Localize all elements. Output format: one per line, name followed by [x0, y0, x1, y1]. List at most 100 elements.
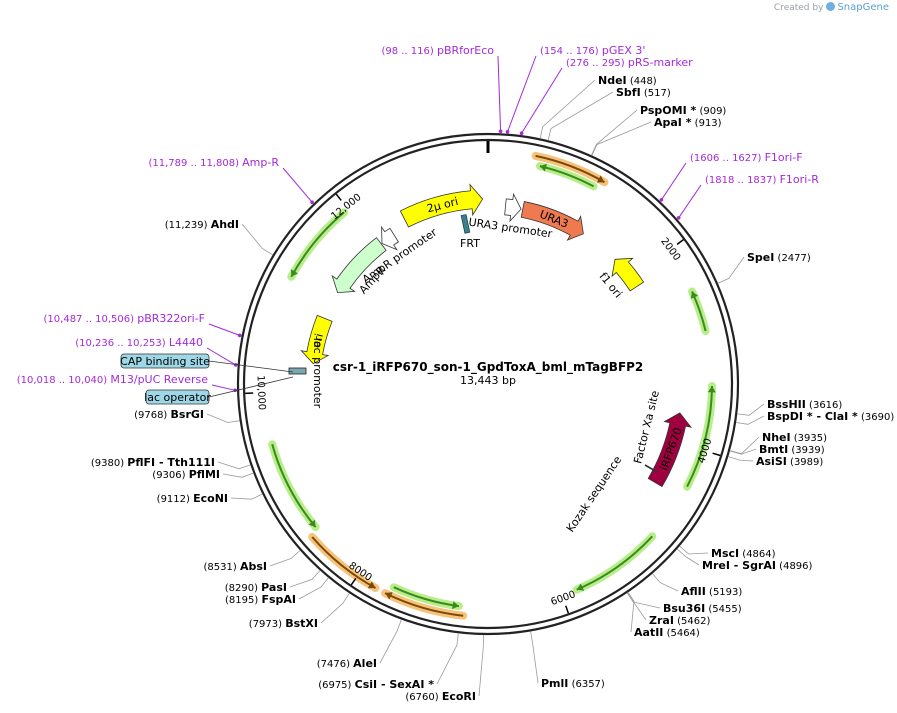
- orf-orf-lower-left[interactable]: [308, 533, 380, 592]
- orf-orf-bottom-in[interactable]: [389, 583, 463, 611]
- enzyme-msci[interactable]: MscI (4864): [679, 545, 776, 560]
- ampr-gene-arrow: [331, 237, 387, 294]
- primer-pbr322[interactable]: (10,487 .. 10,506) pBR322ori-F: [44, 312, 242, 338]
- orf-arrowhead-icon: [367, 581, 376, 589]
- enzyme-pspomi[interactable]: PspOMI * (909): [591, 104, 727, 156]
- enzyme-ahdi[interactable]: (11,239) AhdI: [165, 218, 274, 256]
- enzyme-leader-line: [241, 223, 274, 256]
- primer-f1orir[interactable]: (1818 .. 1837) F1ori-R: [676, 173, 819, 220]
- primer-pgex3[interactable]: (154 .. 176) pGEX 3': [505, 44, 646, 134]
- orf-orf-ampr[interactable]: [287, 208, 349, 281]
- primer-f1orif[interactable]: (1606 .. 1627) F1ori-F: [659, 151, 803, 202]
- orf-orf-ura3-inner[interactable]: [535, 162, 598, 191]
- enzyme-leader-line: [591, 121, 652, 156]
- feature-factor-xa[interactable]: Factor Xa site: [631, 389, 662, 473]
- primer-leader-line: [497, 55, 502, 132]
- orf-layer: [268, 151, 716, 620]
- orf-orf-ura3[interactable]: [531, 151, 609, 187]
- enzyme-aflii[interactable]: AflII (5193): [652, 573, 742, 598]
- enzyme-absi[interactable]: (8531) AbsI: [204, 550, 301, 574]
- box-label-layer: CAP binding site lac operator: [120, 353, 294, 405]
- primer-m13rev[interactable]: (10,018 .. 10,040) M13/pUC Reverse: [17, 373, 237, 393]
- enzyme-nhei[interactable]: NheI (3935): [729, 431, 827, 455]
- feature-lac-promoter[interactable]: lac promoter: [288, 338, 324, 409]
- enzyme-label: AflII (5193): [681, 585, 742, 598]
- enzyme-sbfi[interactable]: SbfI (517): [547, 86, 671, 141]
- enzyme-pasi[interactable]: (8290) PasI: [225, 570, 321, 595]
- enzyme-fspai[interactable]: (8195) FspAI: [225, 577, 329, 606]
- primer-site-marker: [237, 333, 242, 338]
- enzyme-bstxi[interactable]: (7973) BstXI: [249, 593, 350, 630]
- enzyme-mrei[interactable]: MreI - SgrAI (4896): [676, 548, 813, 572]
- primer-leader-line: [507, 55, 537, 132]
- primer-prsmarker[interactable]: (276 .. 295) pRS-marker: [519, 56, 693, 135]
- enzyme-pflmi[interactable]: (9306) PflMI: [152, 468, 254, 481]
- primer-l4440[interactable]: (10,236 .. 10,253) L4440: [75, 336, 238, 367]
- enzyme-bsrgi[interactable]: (9768) BsrGI: [134, 408, 240, 423]
- feature-kozak[interactable]: Kozak sequence: [564, 453, 625, 534]
- enzyme-bmti[interactable]: BmtI (3939): [729, 443, 825, 456]
- plasmid-length: 13,443 bp: [460, 374, 516, 387]
- enzyme-apai[interactable]: ApaI * (913): [591, 116, 722, 156]
- enzyme-asisi[interactable]: AsiSI (3989): [728, 455, 823, 468]
- enzyme-label: (8531) AbsI: [204, 560, 267, 573]
- feature-irfp670[interactable]: iRFP670: [647, 412, 693, 488]
- enzyme-ecori[interactable]: (6760) EcoRI: [405, 634, 484, 703]
- enzyme-spei[interactable]: SpeI (2477): [717, 251, 811, 284]
- tick-mark: [565, 605, 570, 614]
- enzyme-econi[interactable]: (9112) EcoNI: [157, 492, 263, 505]
- enzyme-leader-line: [230, 493, 263, 500]
- box-cap[interactable]: CAP binding site: [120, 353, 294, 373]
- tick-mark: [350, 577, 357, 586]
- feature-frt[interactable]: FRT: [460, 214, 480, 250]
- orf-orf-bottom-out[interactable]: [381, 589, 468, 620]
- 2mu-ori-arrow: [399, 183, 484, 228]
- enzyme-leader-line: [289, 570, 321, 588]
- feature-f1-ori[interactable]: f1 ori: [597, 257, 645, 300]
- enzyme-alei[interactable]: (7476) AleI: [317, 619, 402, 670]
- primer-leader-line: [660, 162, 687, 201]
- primer-pbrforeco[interactable]: (98 .. 116) pBRforEco: [381, 44, 503, 134]
- enzyme-leader-line: [627, 592, 661, 609]
- enzyme-ndei[interactable]: NdeI (448): [539, 74, 657, 139]
- enzyme-leader-line: [436, 633, 459, 685]
- enzyme-leader-line: [298, 577, 329, 600]
- box-leader-line: [208, 360, 294, 373]
- enzyme-label: (11,239) AhdI: [165, 218, 239, 231]
- enzyme-label: (6760) EcoRI: [405, 690, 476, 703]
- enzyme-leader-line: [679, 545, 709, 555]
- primer-leader-line: [521, 67, 563, 134]
- ori-label: ori: [310, 332, 326, 349]
- enzyme-leader-line: [729, 448, 757, 455]
- enzyme-bsshii[interactable]: BssHII (3616): [737, 398, 842, 416]
- orf-orf-f1[interactable]: [688, 287, 710, 335]
- enzyme-bspdi[interactable]: BspDI * - ClaI * (3690): [735, 410, 894, 425]
- enzyme-bsu36i[interactable]: Bsu36I (5455): [627, 592, 742, 615]
- enzyme-pflfi[interactable]: (9380) PflFI - Tth111I: [91, 456, 251, 470]
- enzyme-aatii[interactable]: AatII (5464): [626, 592, 700, 639]
- tick-label: 2000: [658, 236, 682, 263]
- enzyme-label: (9112) EcoNI: [157, 492, 228, 505]
- primer-site-marker: [676, 216, 681, 220]
- orf-orf-irfp[interactable]: [683, 382, 716, 491]
- orf-orf-left[interactable]: [268, 440, 320, 532]
- primer-label: (1606 .. 1627) F1ori-F: [690, 151, 803, 164]
- feature-ori[interactable]: ori: [300, 314, 333, 365]
- orf-orf-kozak[interactable]: [572, 532, 657, 594]
- primer-site-marker: [519, 131, 524, 135]
- box-lacop[interactable]: lac operator: [144, 376, 294, 405]
- feature-2mu-ori[interactable]: 2µ ori: [399, 183, 484, 228]
- primer-leader-line: [208, 323, 240, 336]
- primer-ampr[interactable]: (11,789 .. 11,808) Amp-R: [148, 156, 314, 204]
- enzyme-label: BspDI * - ClaI * (3690): [767, 410, 894, 423]
- tick-label: 6000: [549, 589, 577, 608]
- enzyme-csii[interactable]: (6975) CsiI - SexAI *: [318, 633, 459, 691]
- kozak-label: Kozak sequence: [564, 453, 625, 534]
- tick-label: 10,000: [255, 375, 267, 410]
- enzyme-pmli[interactable]: PmlI (6357): [530, 631, 605, 690]
- enzyme-label: MscI (4864): [711, 547, 776, 560]
- plasmid-name: csr-1_iRFP670_son-1_GpdToxA_bml_mTagBFP2: [333, 360, 644, 375]
- backbone-outer-ring: [236, 132, 740, 636]
